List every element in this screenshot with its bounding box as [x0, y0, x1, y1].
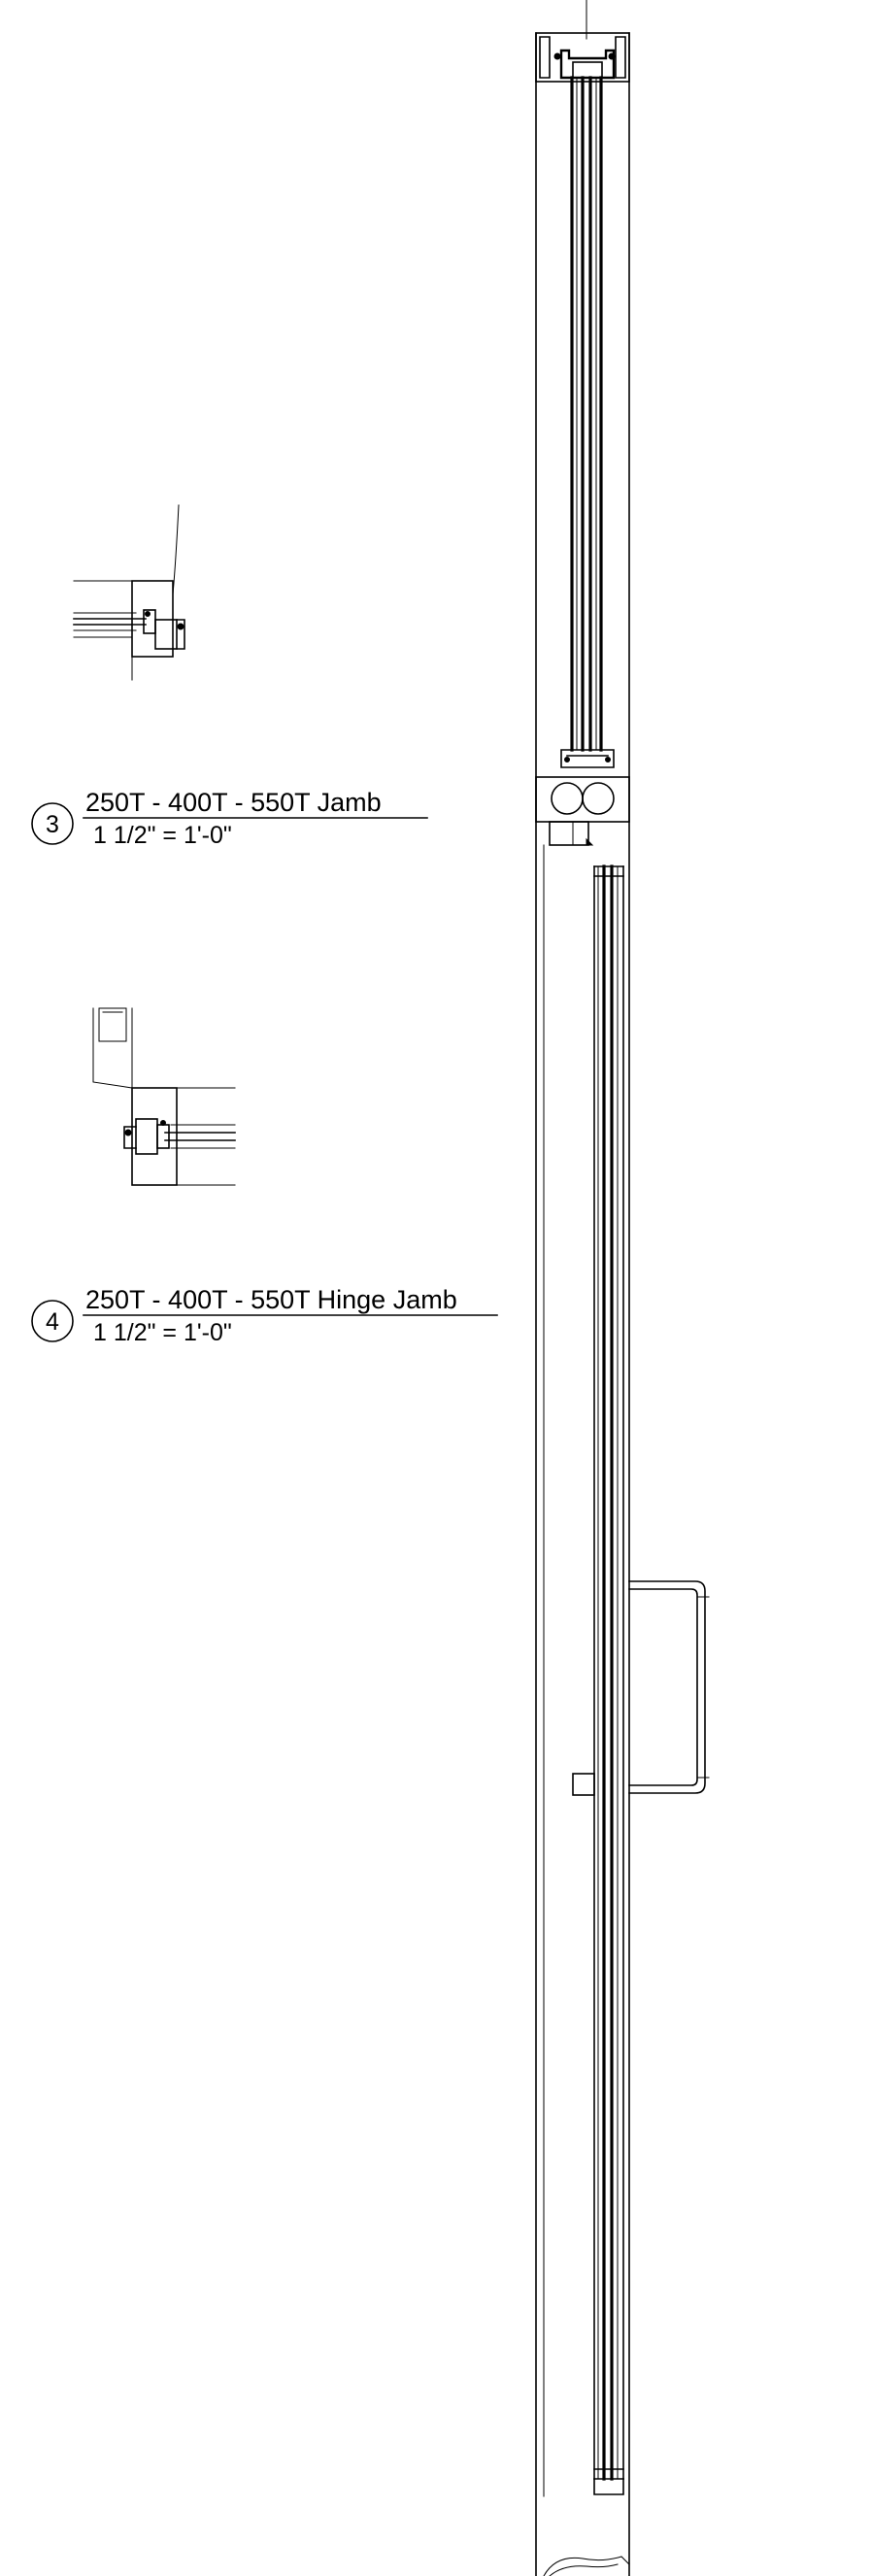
detail-3-scale: 1 1/2" = 1'-0"	[93, 822, 232, 849]
detail-4-hinge-jamb-section	[92, 1007, 236, 1186]
door-bottom-rail	[593, 2478, 624, 2495]
transom-bar-pivot-left	[551, 782, 584, 815]
threshold-profile-inner	[549, 2563, 619, 2576]
detail-4-number-bubble	[31, 1300, 74, 1342]
detail-4-number: 4	[46, 1308, 59, 1336]
detail-4-fastener	[124, 1129, 132, 1136]
detail-4-glazing-stop	[156, 1124, 170, 1149]
pull-handle-inner	[628, 1588, 698, 1786]
head-transom-profile	[559, 49, 616, 80]
transom-sill-stop	[560, 749, 615, 768]
detail-3-title-block: 3 250T - 400T - 550T Jamb 1 1/2" = 1'-0"	[31, 788, 428, 849]
head-right-jamb	[615, 36, 626, 79]
detail-3-title: 250T - 400T - 550T Jamb	[85, 788, 382, 817]
detail-3-door-stop	[154, 619, 178, 650]
head-fastener-right	[608, 52, 616, 60]
detail-4-title-block: 4 250T - 400T - 550T Hinge Jamb 1 1/2" =…	[31, 1285, 498, 1346]
detail-4-adjacent-profile	[98, 1007, 127, 1042]
head-fastener-left	[553, 52, 561, 60]
threshold-profile	[543, 2556, 630, 2576]
detail-4-adjacent-frame	[92, 1007, 133, 1089]
detail-3-number-bubble	[31, 802, 74, 845]
transom-bar-pivot-right	[582, 782, 615, 815]
detail-3-number: 3	[46, 811, 59, 838]
pull-handle-outer	[628, 1580, 706, 1794]
door-head-stop-marker	[586, 837, 594, 846]
detail-4-bead-clip	[160, 1120, 166, 1126]
detail-3-leader-line	[172, 504, 180, 595]
door-head-stop	[549, 821, 589, 846]
transom-sill-clip-right	[605, 757, 611, 763]
detail-3-frame-body	[131, 580, 174, 658]
detail-4-gasket	[123, 1126, 137, 1149]
detail-3-gasket	[176, 619, 185, 650]
detail-4-hinge-stop	[135, 1118, 158, 1155]
head-left-jamb	[539, 36, 551, 79]
vertical-section-drawing	[535, 0, 710, 2576]
detail-3-bead-clip	[145, 611, 151, 617]
detail-3-fastener	[177, 623, 184, 630]
head-glazing-pocket	[572, 61, 603, 79]
transom-sill-clip-left	[564, 757, 570, 763]
detail-4-title: 250T - 400T - 550T Hinge Jamb	[85, 1285, 457, 1314]
detail-4-scale: 1 1/2" = 1'-0"	[93, 1319, 232, 1346]
detail-4-frame-body	[131, 1087, 178, 1186]
detail-3-jamb-section	[73, 504, 185, 681]
pull-handle-standoffs	[696, 1596, 710, 1779]
push-plate-block	[572, 1773, 595, 1796]
